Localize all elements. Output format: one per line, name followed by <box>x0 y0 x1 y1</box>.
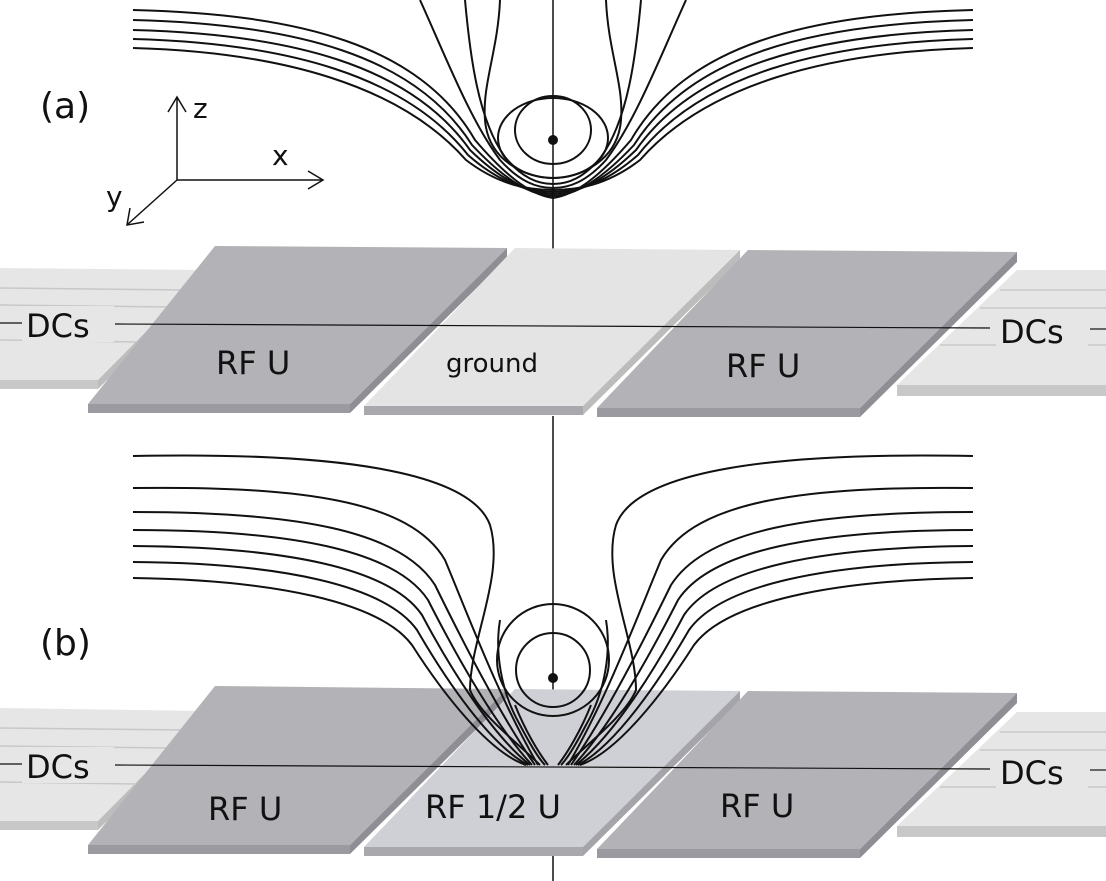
field-line <box>577 561 974 766</box>
dc-label-right-a: DCs <box>1000 313 1064 351</box>
field-lines-b <box>132 454 974 766</box>
field-line <box>132 529 533 766</box>
electrodes-b <box>0 686 1106 858</box>
dc-label-bg <box>22 747 114 783</box>
field-line <box>570 511 974 766</box>
field-line <box>132 561 529 766</box>
rf-electrode-right <box>597 691 1017 849</box>
dc-label-left-a: DCs <box>26 307 90 345</box>
y-axis-label: y <box>106 180 123 213</box>
field-contour <box>515 632 591 708</box>
dc-label-right-b: DCs <box>1000 754 1064 792</box>
panel-label-a: (a) <box>40 86 90 127</box>
dc-label-bg <box>22 306 114 342</box>
panel-b: (b) <box>0 454 1106 858</box>
half-rf-electrode <box>364 689 740 847</box>
rf-label-left-b: RF U <box>208 790 282 828</box>
dc-label-bg <box>996 312 1088 348</box>
field-line <box>567 486 974 766</box>
electrode-midline-a <box>114 323 991 329</box>
z-axis-label: z <box>193 92 208 125</box>
field-line <box>579 577 974 766</box>
half-rf-label-b: RF 1/2 U <box>425 788 561 826</box>
field-line <box>573 529 974 766</box>
field-line <box>565 454 974 766</box>
panel-a: z x y (a) <box>0 0 1106 417</box>
field-line <box>132 454 541 766</box>
field-line <box>132 486 539 766</box>
field-line <box>132 511 536 766</box>
field-line <box>575 545 974 766</box>
trap-center-dot <box>548 673 558 683</box>
field-line <box>514 704 549 766</box>
field-line <box>132 545 531 766</box>
rf-label-right-a: RF U <box>726 347 800 385</box>
coordinate-triad <box>126 95 325 226</box>
field-line <box>132 577 527 766</box>
x-axis-label: x <box>272 139 289 172</box>
field-line <box>557 704 592 766</box>
rf-label-right-b: RF U <box>720 787 794 825</box>
rf-label-left-a: RF U <box>216 344 290 382</box>
dc-label-left-b: DCs <box>26 748 90 786</box>
field-contour <box>496 603 610 717</box>
panel-label-b: (b) <box>40 623 91 664</box>
ground-electrode <box>364 248 740 406</box>
dc-label-bg <box>996 753 1088 789</box>
ground-label-a: ground <box>446 349 538 379</box>
electrodes-a <box>0 246 1106 417</box>
rf-electrode-right <box>597 250 1017 408</box>
electrode-midline-b <box>114 764 991 770</box>
